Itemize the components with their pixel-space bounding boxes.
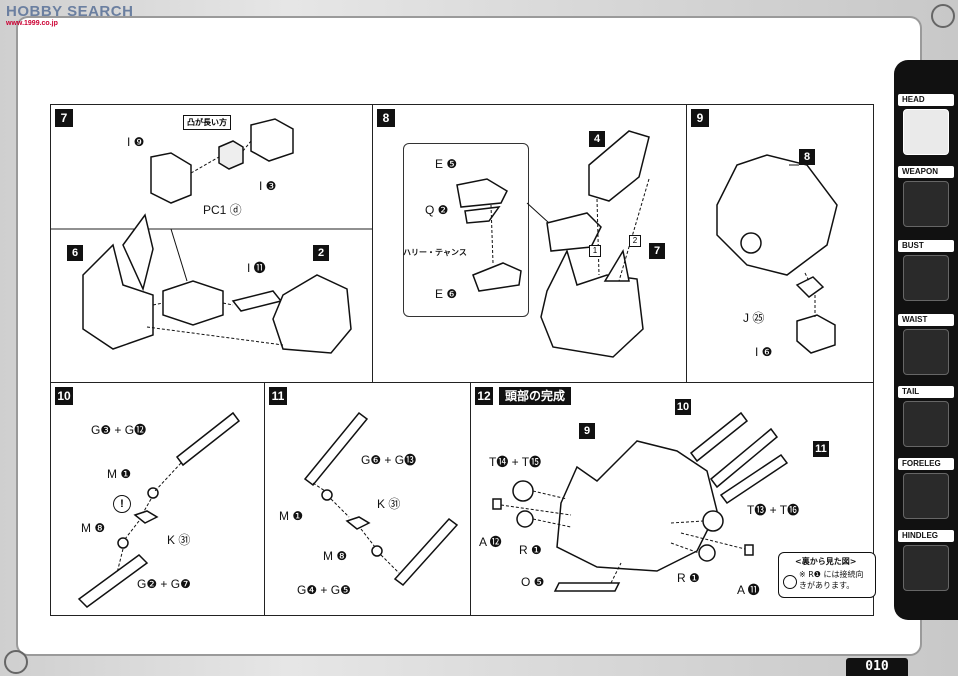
step-number: 8 [377, 109, 395, 127]
part-label-m8: M ❽ [81, 521, 106, 535]
part-label-r1-left: R ❶ [519, 543, 542, 557]
tension-note: ハリー・テャンス [403, 248, 467, 257]
tail-thumbnail-icon [903, 401, 949, 447]
tab-label: TAIL [898, 386, 954, 398]
tab-label: WEAPON [898, 166, 954, 178]
step-7-panel: 7 凸が長い方 I ❾ I ❸ PC1 ⓓ I ⓫ 6 2 [50, 104, 374, 384]
step-number: 11 [269, 387, 287, 405]
part-label-e5: E ❺ [435, 157, 458, 171]
corner-gear-icon [4, 650, 28, 674]
step-title: 頭部の完成 [499, 387, 572, 405]
corner-gear-icon [931, 4, 955, 28]
sidebar-tab-hindleg[interactable]: HINDLEG [898, 530, 954, 596]
part-label-g4-g5: G❹ + G❺ [297, 583, 351, 597]
foreleg-thumbnail-icon [903, 473, 949, 519]
caution-icon: ! [113, 495, 131, 513]
sidebar-tab-waist[interactable]: WAIST [898, 314, 954, 380]
part-label-t13-t16: T⓭ + T⓰ [747, 503, 800, 517]
step-10-panel: 10 G❸ + G⓬ M ❶ ! M ❽ K ㉛ G❷ + G❼ [50, 382, 266, 616]
part-label-r1-right: R ❶ [677, 571, 700, 585]
assembly-marker-10: 10 [675, 399, 691, 415]
rear-view-note: <裏から見た図> ※ R❶ には接続向きがあります。 [778, 552, 876, 598]
assembly-marker-2: 2 [313, 245, 329, 261]
step-8-panel: 8 E ❺ Q ❷ ハリー・テャンス E ❻ 4 7 1 2 [372, 104, 688, 384]
waist-thumbnail-icon [903, 329, 949, 375]
step-10-illustration [77, 411, 241, 608]
sidebar-tab-weapon[interactable]: WEAPON [898, 166, 954, 232]
part-label-i3: I ❸ [259, 179, 277, 193]
part-label-i11: I ⓫ [247, 261, 266, 275]
weapon-thumbnail-icon [903, 181, 949, 227]
part-label-q2: Q ❷ [425, 203, 449, 217]
step-12-panel: 12 頭部の完成 10 9 11 T⓮ + T⓯ T⓭ + T⓰ A ⓬ R ❶… [470, 382, 874, 616]
sequence-marker-1: 1 [589, 245, 601, 257]
step-number: 12 [475, 387, 493, 405]
step-11-illustration [303, 411, 459, 587]
assembly-marker-6: 6 [67, 245, 83, 261]
sidebar-tab-foreleg[interactable]: FORELEG [898, 458, 954, 524]
section-sidebar: HEAD WEAPON BUST WAIST TAIL FORELEG HIND… [894, 60, 958, 620]
part-label-g6-g13: G❻ + G⓭ [361, 453, 417, 467]
assembly-marker-8: 8 [799, 149, 815, 165]
part-label-k31: K ㉛ [167, 533, 191, 547]
assembly-marker-11: 11 [813, 441, 829, 457]
step-number: 10 [55, 387, 73, 405]
step-11-panel: 11 G❻ + G⓭ M ❶ K ㉛ M ❽ G❹ + G❺ [264, 382, 472, 616]
step-9-panel: 9 8 J ㉕ I ❻ [686, 104, 874, 384]
step-number: 7 [55, 109, 73, 127]
part-label-t14-t15: T⓮ + T⓯ [489, 455, 542, 469]
part-r1-icon [783, 575, 797, 589]
sidebar-tab-tail[interactable]: TAIL [898, 386, 954, 452]
part-label-pc1: PC1 ⓓ [203, 203, 242, 217]
part-label-o5: O ❺ [521, 575, 545, 589]
part-label-e6: E ❻ [435, 287, 458, 301]
detail-inset [403, 143, 529, 317]
tab-label: HINDLEG [898, 530, 954, 542]
part-label-m1: M ❶ [107, 467, 132, 481]
head-thumbnail-icon [903, 109, 949, 155]
tab-label: WAIST [898, 314, 954, 326]
step-number: 9 [691, 109, 709, 127]
bust-thumbnail-icon [903, 255, 949, 301]
assembly-marker-9: 9 [579, 423, 595, 439]
tab-label: BUST [898, 240, 954, 252]
step-8-illustration [456, 130, 650, 358]
page-number: 010 [846, 658, 908, 676]
part-label-j25: J ㉕ [743, 311, 765, 325]
part-label-m1: M ❶ [279, 509, 304, 523]
part-label-i6: I ❻ [755, 345, 773, 359]
sidebar-tab-head[interactable]: HEAD [898, 94, 954, 160]
assembly-marker-4: 4 [589, 131, 605, 147]
part-label-k31: K ㉛ [377, 497, 401, 511]
step-7-illustration [51, 118, 373, 354]
part-label-g2-g7: G❷ + G❼ [137, 577, 191, 591]
part-label-a12: A ⓬ [479, 535, 502, 549]
step-9-illustration [716, 154, 838, 354]
part-label-m8: M ❽ [323, 549, 348, 563]
rear-view-title: <裏から見た図> [795, 557, 857, 566]
sidebar-tab-bust[interactable]: BUST [898, 240, 954, 306]
assembly-marker-7: 7 [649, 243, 665, 259]
rear-view-body: ※ R❶ には接続向きがあります。 [799, 570, 864, 590]
watermark-url: www.1999.co.jp [6, 20, 58, 27]
tab-label: HEAD [898, 94, 954, 106]
sequence-marker-2: 2 [629, 235, 641, 247]
hindleg-thumbnail-icon [903, 545, 949, 591]
orientation-note: 凸が長い方 [183, 115, 231, 130]
part-label-g3-g12: G❸ + G⓬ [91, 423, 147, 437]
step-12-illustration [492, 411, 789, 592]
tab-label: FORELEG [898, 458, 954, 470]
part-label-a11: A ⓫ [737, 583, 760, 597]
part-label-i9: I ❾ [127, 135, 145, 149]
watermark-text: HOBBY SEARCH [6, 3, 134, 20]
